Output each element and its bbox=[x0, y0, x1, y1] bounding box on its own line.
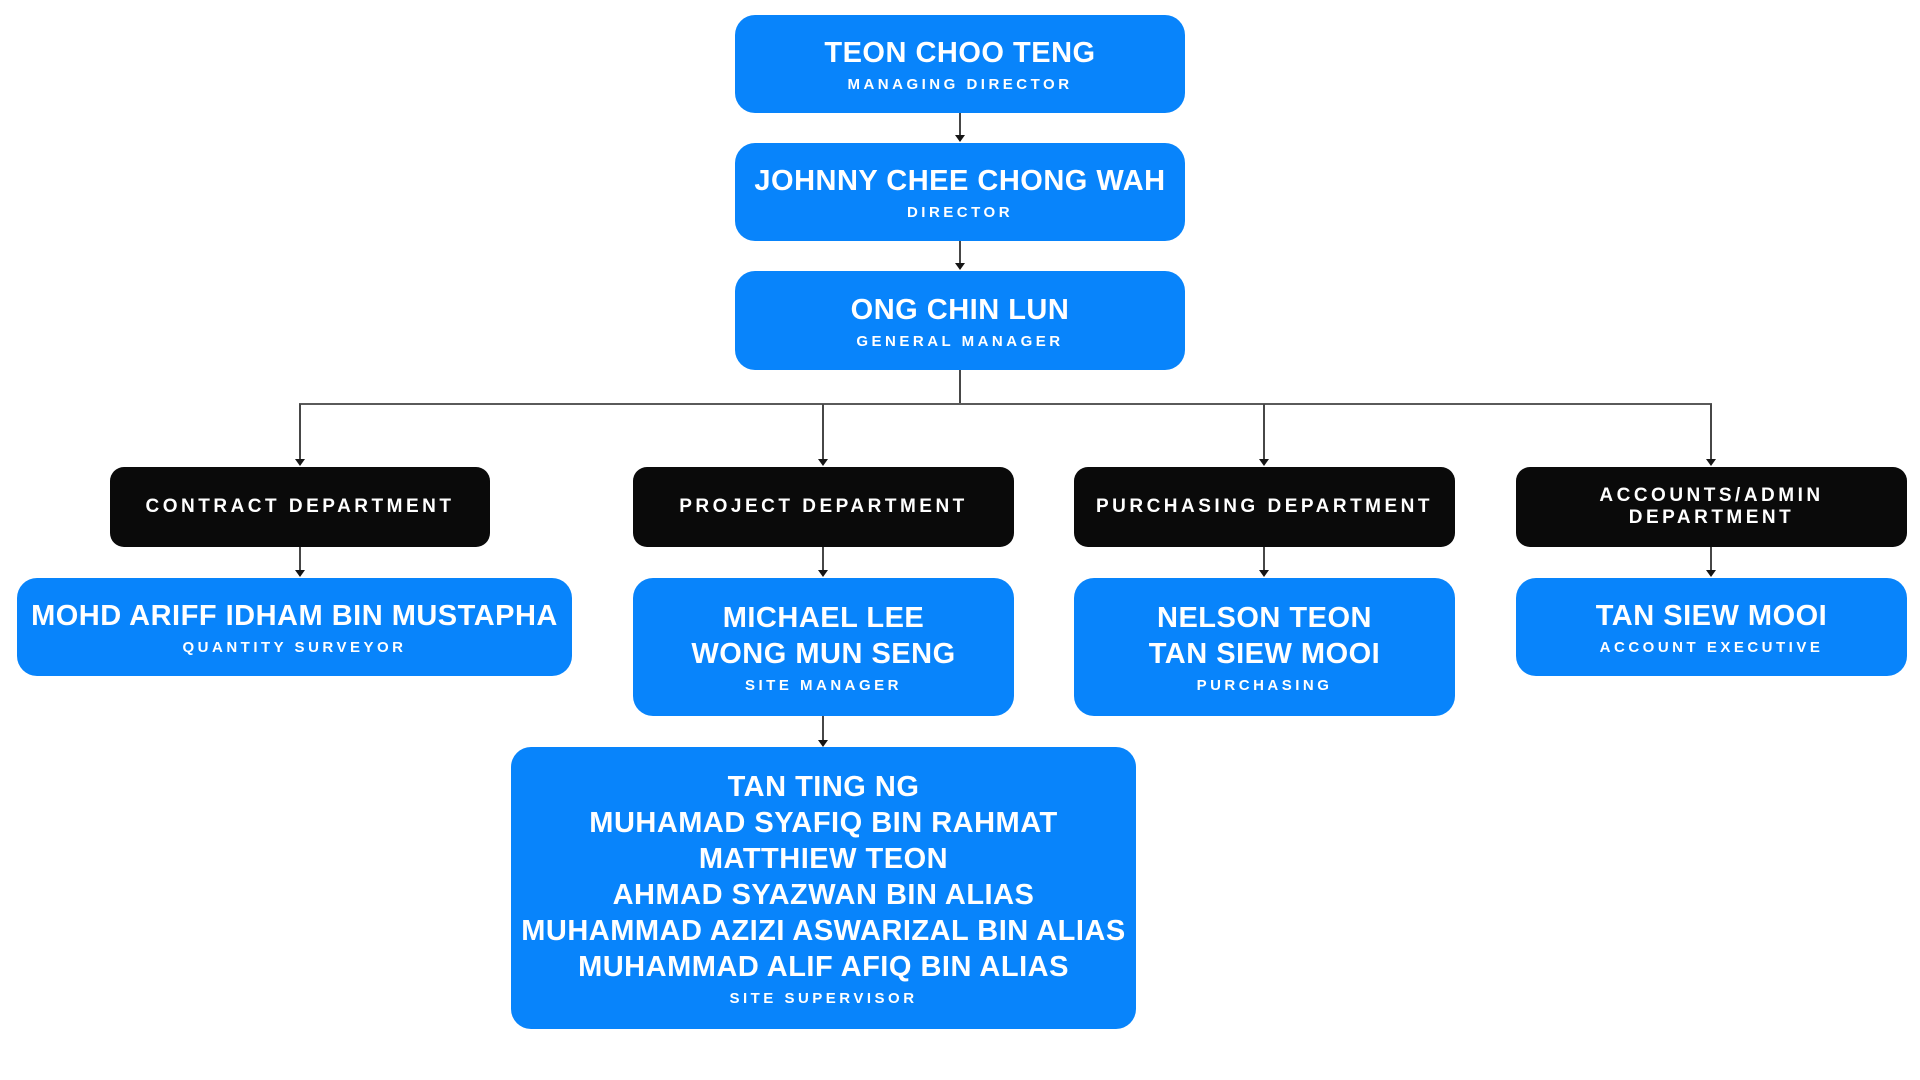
connector-purchasing-staff bbox=[1263, 547, 1265, 572]
arrow-down-icon bbox=[295, 570, 305, 577]
connector-contract-staff bbox=[299, 547, 301, 572]
connector-project-staff bbox=[822, 547, 824, 572]
person-title: GENERAL MANAGER bbox=[856, 332, 1064, 350]
arrow-down-icon bbox=[1259, 570, 1269, 577]
person-name: ONG CHIN LUN bbox=[850, 293, 1070, 326]
node-general-manager: ONG CHIN LUN GENERAL MANAGER bbox=[735, 271, 1185, 370]
connector-branch-purchasing bbox=[1263, 404, 1265, 461]
person-name: JOHNNY CHEE CHONG WAH bbox=[754, 165, 1166, 197]
dept-purchasing: PURCHASING DEPARTMENT bbox=[1074, 467, 1455, 547]
arrow-down-icon bbox=[818, 570, 828, 577]
dept-label: PROJECT DEPARTMENT bbox=[679, 496, 968, 517]
person-title: PURCHASING bbox=[1196, 677, 1333, 694]
person-title: DIRECTOR bbox=[906, 204, 1014, 221]
connector-sitemanager-supervisors bbox=[822, 716, 824, 742]
arrow-down-icon bbox=[1706, 459, 1716, 466]
connector-branch-project bbox=[822, 404, 824, 461]
connector-gm-branch bbox=[959, 370, 961, 404]
person-names: TAN SIEW MOOI bbox=[1595, 600, 1828, 632]
dept-label: ACCOUNTS/ADMIN DEPARTMENT bbox=[1599, 485, 1824, 528]
arrow-down-icon bbox=[1259, 459, 1269, 466]
node-account-executive: TAN SIEW MOOI ACCOUNT EXECUTIVE bbox=[1516, 578, 1907, 676]
dept-project: PROJECT DEPARTMENT bbox=[633, 467, 1014, 547]
person-title: ACCOUNT EXECUTIVE bbox=[1599, 639, 1824, 656]
connector-accounts-staff bbox=[1710, 547, 1712, 572]
arrow-down-icon bbox=[955, 135, 965, 142]
node-quantity-surveyor: MOHD ARIFF IDHAM BIN MUSTAPHA QUANTITY S… bbox=[17, 578, 572, 676]
node-director: JOHNNY CHEE CHONG WAH DIRECTOR bbox=[735, 143, 1185, 241]
connector-md-director bbox=[959, 113, 961, 138]
dept-label: PURCHASING DEPARTMENT bbox=[1095, 496, 1434, 517]
connector-branch-accounts bbox=[1710, 404, 1712, 461]
connector-director-gm bbox=[959, 241, 961, 266]
arrow-down-icon bbox=[295, 459, 305, 466]
dept-contract: CONTRACT DEPARTMENT bbox=[110, 467, 490, 547]
person-title: SITE SUPERVISOR bbox=[729, 990, 918, 1007]
arrow-down-icon bbox=[818, 740, 828, 747]
person-names: MOHD ARIFF IDHAM BIN MUSTAPHA bbox=[31, 600, 558, 632]
dept-accounts-admin: ACCOUNTS/ADMIN DEPARTMENT bbox=[1516, 467, 1907, 547]
connector-branch-contract bbox=[299, 404, 301, 461]
person-title: SITE MANAGER bbox=[744, 677, 902, 694]
arrow-down-icon bbox=[818, 459, 828, 466]
arrow-down-icon bbox=[1706, 570, 1716, 577]
person-title: QUANTITY SURVEYOR bbox=[182, 639, 407, 656]
connector-branch-horizontal bbox=[299, 403, 1712, 405]
arrow-down-icon bbox=[955, 263, 965, 270]
person-name: TEON CHOO TENG bbox=[824, 37, 1096, 69]
node-managing-director: TEON CHOO TENG MANAGING DIRECTOR bbox=[735, 15, 1185, 113]
dept-label: CONTRACT DEPARTMENT bbox=[145, 496, 455, 517]
person-title: MANAGING DIRECTOR bbox=[847, 76, 1073, 93]
